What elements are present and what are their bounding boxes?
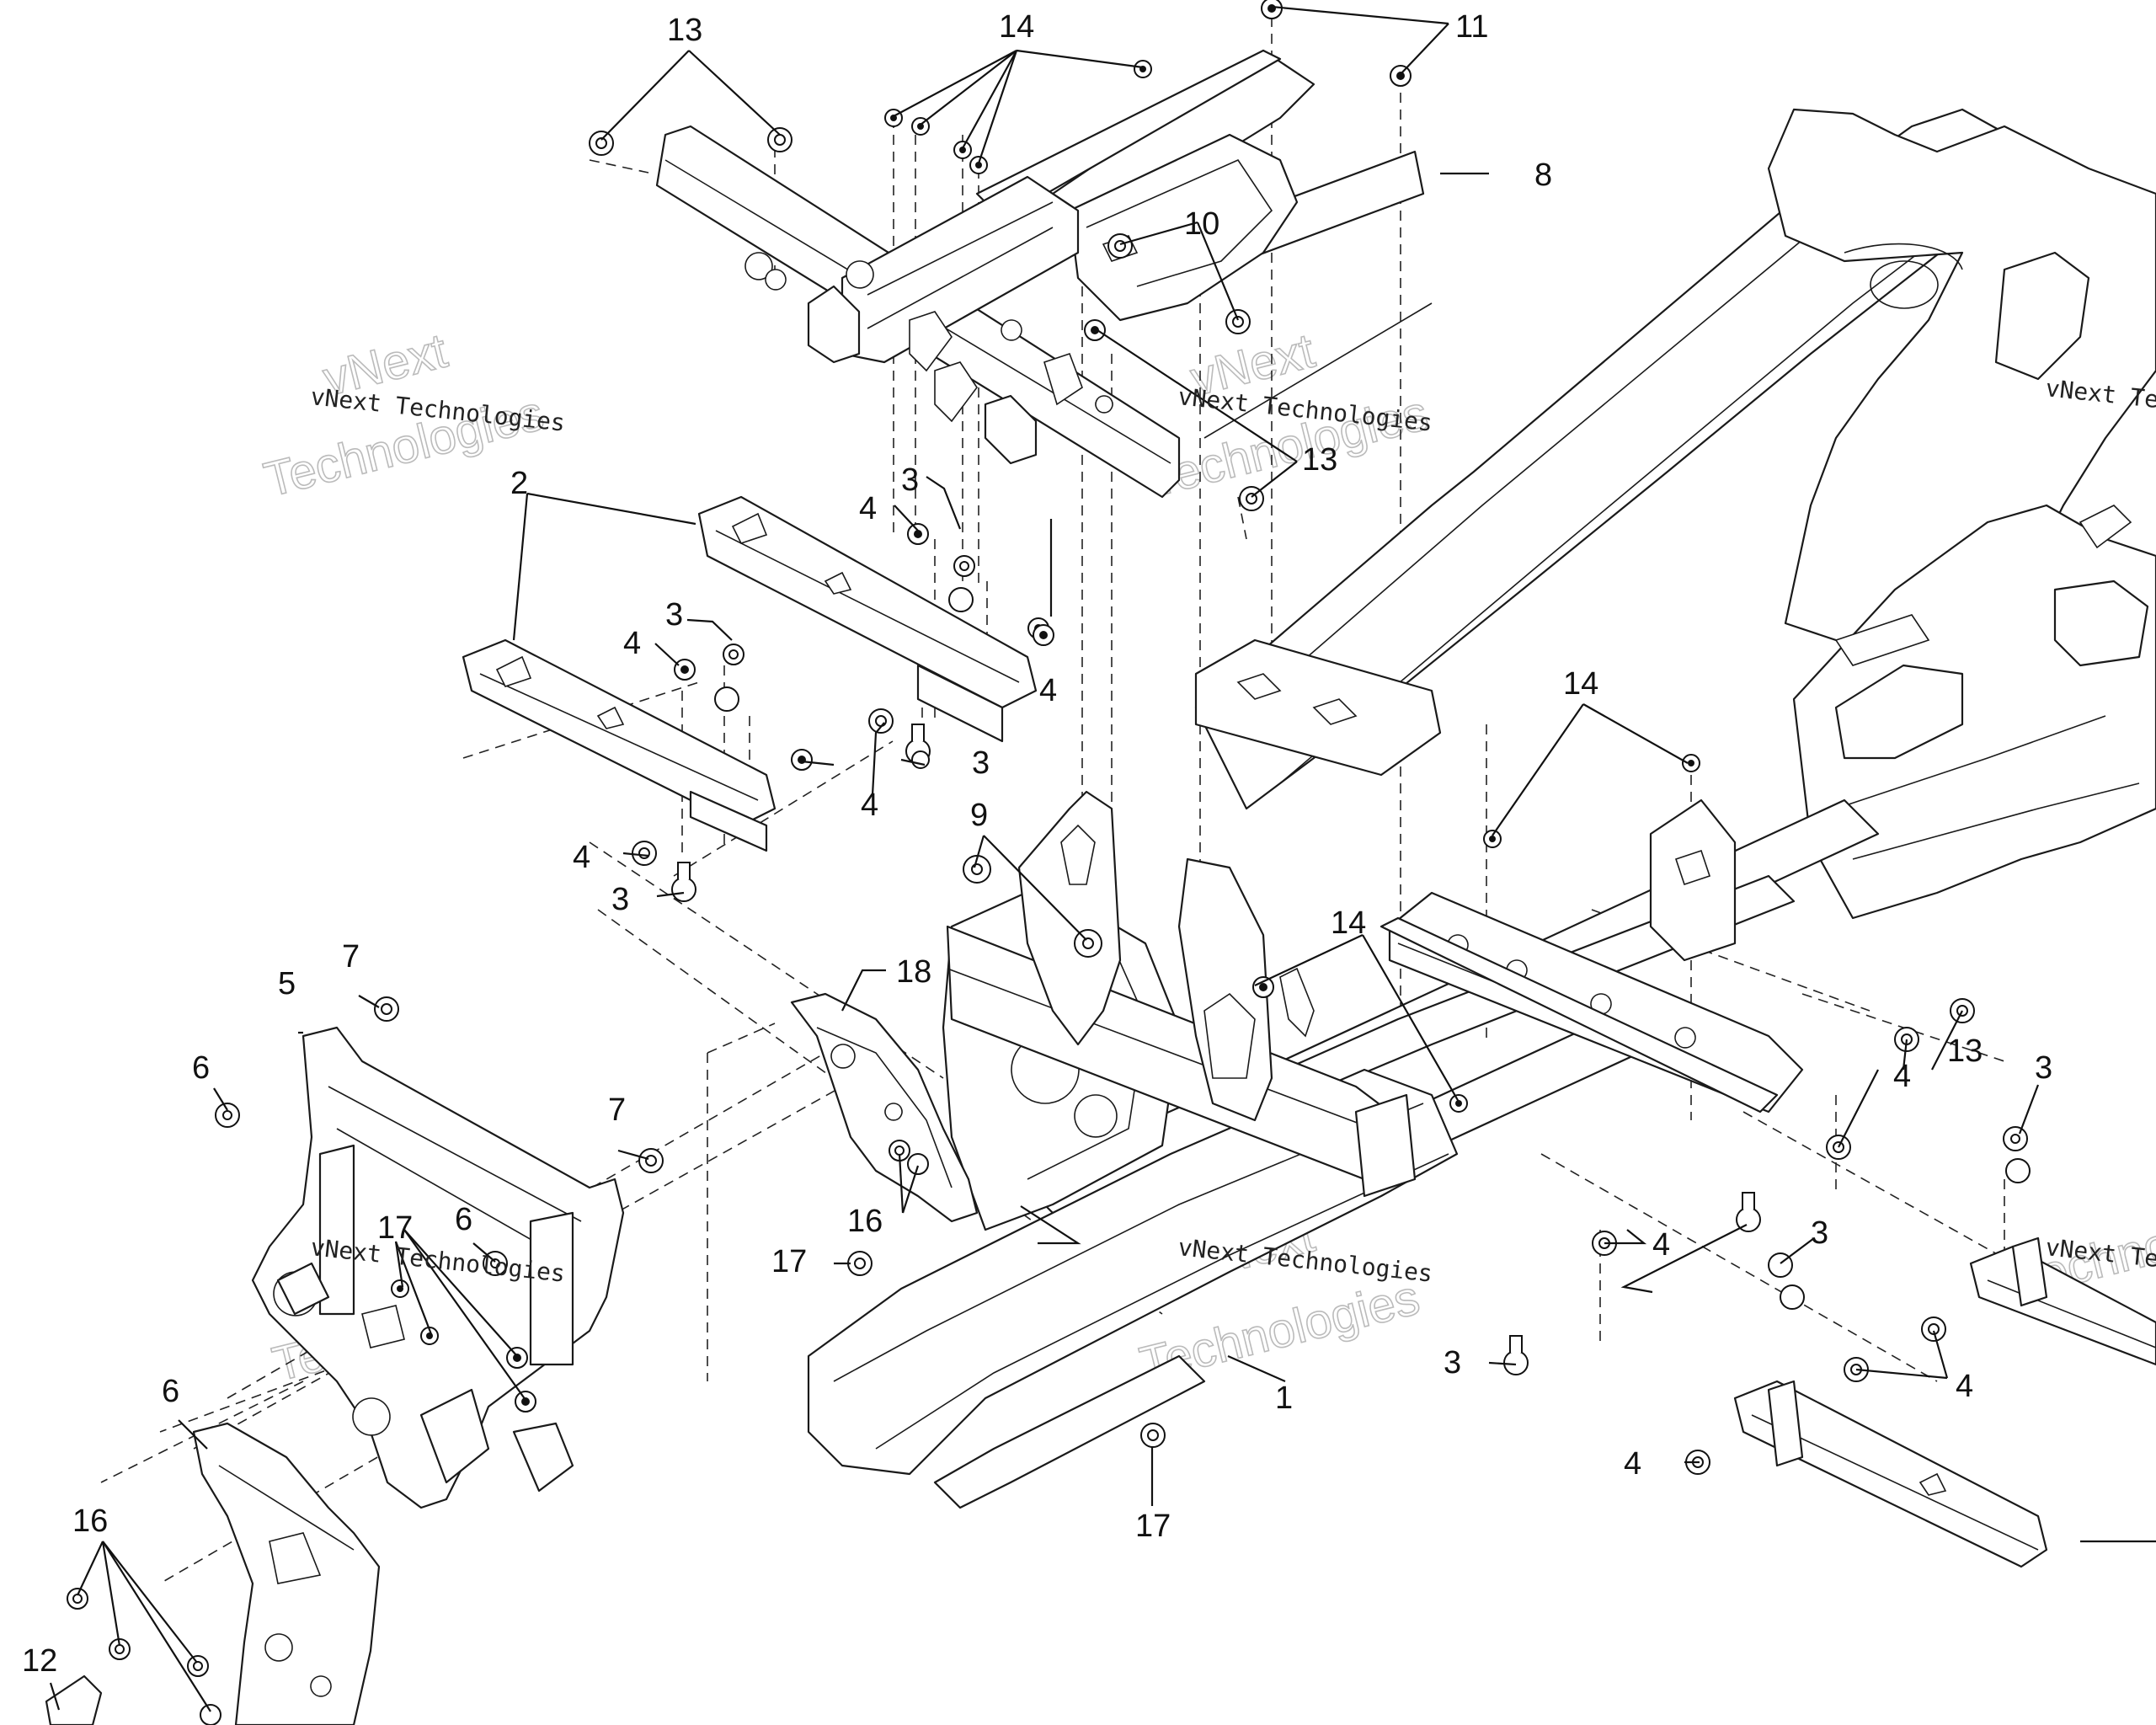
bolt-icon: [714, 686, 739, 712]
bolt-icon: [953, 555, 975, 577]
callout-3: 3: [611, 882, 629, 917]
bolt-icon: [1074, 929, 1102, 958]
nut-icon: [515, 1391, 536, 1413]
callout-3: 3: [901, 462, 919, 498]
callout-13: 13: [1947, 1033, 1983, 1069]
nut-icon: [767, 127, 792, 152]
callout-4: 4: [859, 491, 877, 526]
nut-icon: [1134, 60, 1152, 78]
callout-6: 6: [162, 1374, 179, 1409]
nut-icon: [1084, 319, 1106, 341]
callout-6: 6: [455, 1202, 472, 1237]
callout-13: 13: [667, 13, 702, 48]
callout-4: 4: [1956, 1369, 1973, 1404]
callout-5: 5: [278, 966, 296, 1001]
nut-icon: [1140, 1423, 1166, 1448]
bolt-icon: [671, 862, 696, 902]
lower-right-bracket-pair: [1733, 1236, 2156, 1568]
nut-icon: [1033, 624, 1054, 646]
callout-4: 4: [573, 840, 590, 875]
callout-17: 17: [377, 1210, 413, 1246]
callout-9: 9: [970, 798, 988, 833]
callout-4: 4: [861, 788, 878, 823]
nut-icon: [638, 1148, 664, 1173]
callout-numbers: 13 14 11 8 10 13 2 3 4 3 4 4 3 4 4 3 9 1…: [22, 9, 2052, 1679]
bolt-icon: [67, 1588, 88, 1610]
callout-3: 3: [2035, 1050, 2052, 1086]
main-frame: [807, 108, 2156, 1509]
callout-16: 16: [847, 1204, 883, 1239]
callout-13: 13: [1302, 442, 1337, 478]
nut-icon: [391, 1279, 409, 1298]
bolt-icon: [723, 644, 744, 665]
nut-icon: [1252, 976, 1274, 998]
nut-icon: [1261, 0, 1283, 19]
fasteners: [67, 0, 2031, 1725]
callout-14: 14: [1563, 666, 1598, 702]
callout-7: 7: [342, 939, 360, 975]
bolt-icon: [948, 587, 974, 612]
side-bracket: [790, 992, 979, 1223]
callout-3: 3: [1444, 1345, 1461, 1381]
nut-icon: [907, 523, 929, 545]
bolt-icon: [109, 1638, 131, 1660]
callout-1: 1: [1275, 1381, 1293, 1416]
bracket-pair: [462, 495, 1038, 852]
bolt-icon: [187, 1655, 209, 1677]
callout-3: 3: [1811, 1215, 1828, 1251]
callout-4: 4: [623, 626, 641, 661]
callout-8: 8: [1534, 158, 1552, 193]
lower-side-panel: [45, 1422, 381, 1725]
nut-icon: [1107, 233, 1133, 259]
callout-11: 11: [1455, 9, 1488, 45]
nut-icon: [1225, 309, 1251, 334]
callout-3: 3: [972, 745, 990, 781]
callout-3: 3: [665, 597, 683, 633]
bolt-icon: [2005, 1158, 2031, 1183]
nut-icon: [1682, 754, 1700, 772]
callout-18: 18: [896, 954, 931, 990]
nut-icon: [1483, 830, 1502, 848]
leader-lines: [49, 5, 2156, 1712]
callout-14: 14: [999, 9, 1034, 45]
callout-12: 12: [22, 1643, 57, 1679]
bolt-icon: [911, 750, 930, 769]
callout-10: 10: [1184, 206, 1219, 242]
bolt-icon: [1780, 1284, 1805, 1310]
nut-icon: [791, 749, 813, 771]
nut-icon: [1921, 1316, 1946, 1342]
bolt-icon: [2003, 1126, 2028, 1151]
callout-17: 17: [771, 1244, 807, 1279]
nut-icon: [374, 996, 399, 1022]
bolt-icon: [1736, 1192, 1761, 1232]
nut-icon: [1449, 1094, 1468, 1113]
callout-14: 14: [1331, 905, 1366, 941]
callout-17: 17: [1135, 1509, 1171, 1544]
nut-icon: [969, 156, 988, 174]
nut-icon: [1390, 65, 1412, 87]
callout-7: 7: [608, 1092, 626, 1128]
nut-icon: [953, 141, 972, 159]
nut-icon: [847, 1251, 873, 1276]
bolt-icon: [200, 1704, 221, 1725]
bolt-icon: [907, 1153, 929, 1175]
nut-icon: [868, 708, 894, 734]
nut-icon: [632, 841, 657, 866]
nut-icon: [506, 1347, 528, 1369]
callout-16: 16: [72, 1503, 108, 1539]
callout-4: 4: [1893, 1059, 1911, 1094]
callout-4: 4: [1624, 1446, 1641, 1482]
nut-icon: [884, 109, 903, 127]
callout-6: 6: [192, 1050, 210, 1086]
nut-icon: [674, 659, 696, 681]
callout-4: 4: [1039, 673, 1057, 708]
upper-front-crossmember: [655, 49, 1433, 499]
callout-4: 4: [1652, 1227, 1670, 1263]
bolt-icon: [1503, 1335, 1529, 1375]
nut-icon: [589, 131, 614, 156]
callout-2: 2: [510, 466, 528, 501]
bolt-icon: [215, 1103, 240, 1128]
